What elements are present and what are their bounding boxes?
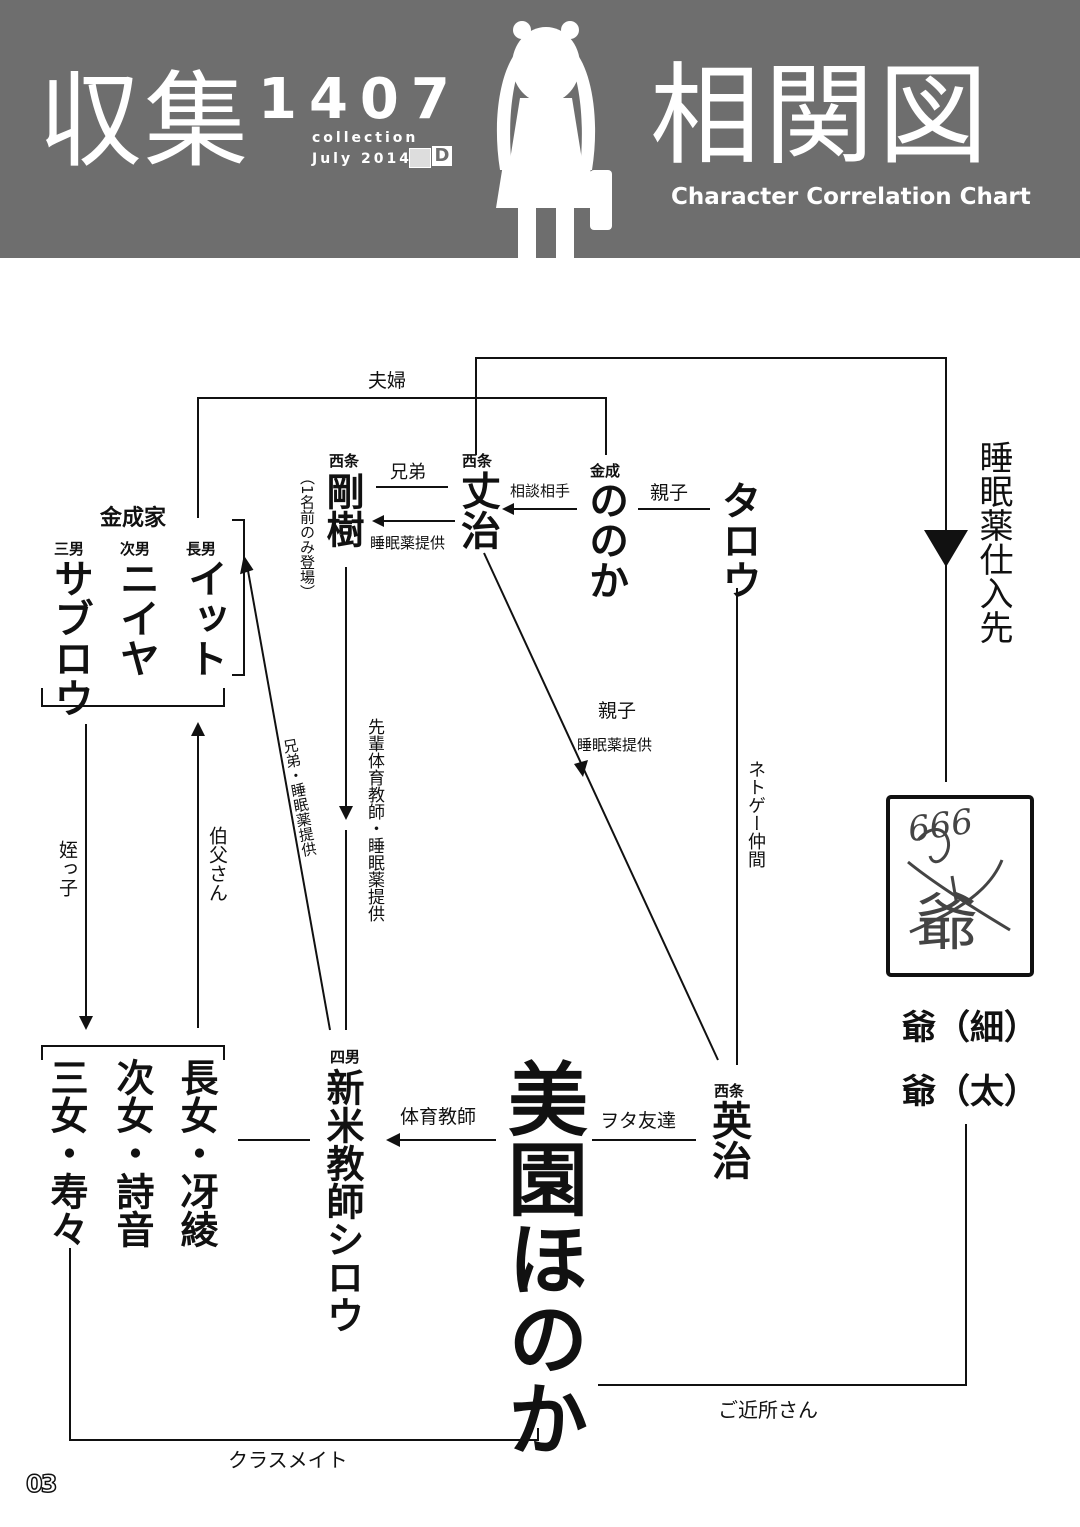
rel-suimin-mid: 睡眠薬提供	[577, 736, 653, 754]
rel-netoge: ネトゲー仲間	[745, 760, 766, 868]
title-number: 1407	[258, 67, 462, 132]
logo-letter: D	[432, 146, 452, 166]
character-silhouette-icon	[496, 21, 612, 260]
label-itto-role: 長男	[186, 540, 217, 558]
label-saburou-role: 三男	[54, 540, 85, 558]
name-saburou: サブロウ	[47, 558, 93, 718]
name-shirou: 新米教師シロウ	[320, 1068, 364, 1334]
stamp-brush	[907, 828, 1011, 934]
name-honoka: 美園ほのか	[495, 1058, 588, 1458]
label-eiji-family: 西条	[714, 1082, 745, 1100]
rel-soudan: 相談相手	[510, 482, 571, 500]
name-jii-futo: 爺（太）	[902, 1072, 1038, 1112]
rel-gokinjo: ご近所さん	[718, 1398, 818, 1422]
name-tarou: タロウ	[715, 480, 761, 600]
rel-oyako-top: 親子	[650, 482, 689, 504]
name-jii-hoso: 爺（細）	[902, 1008, 1038, 1048]
label-bunji-family: 西条	[462, 452, 493, 470]
rel-suimin-shiire: 睡眠薬仕入先	[973, 440, 1013, 644]
rel-classmate: クラスメイト	[228, 1448, 348, 1472]
title-date: July 2014	[312, 151, 412, 167]
label-gouki-family: 西条	[329, 452, 360, 470]
rel-senpai: 先輩体育教師・睡眠薬提供	[364, 718, 384, 922]
rel-meikko: 姪っ子	[56, 840, 78, 897]
name-bunji: 丈治	[454, 470, 500, 550]
label-nonoka-family: 金成	[590, 462, 621, 480]
name-itto: イット	[181, 558, 227, 678]
label-niiya-role: 次男	[120, 540, 151, 558]
title-subtitle: Character Correlation Chart	[671, 184, 1031, 210]
title-right: 相関図	[650, 52, 992, 180]
rel-kyoudai: 兄弟	[390, 462, 426, 483]
name-nonoka: ののか	[582, 480, 628, 600]
rel-taiiku: 体育教師	[400, 1106, 477, 1128]
label-kanenari-family: 金成家	[100, 506, 167, 531]
title-collection: collection	[312, 130, 419, 146]
name-gouki: 剛樹	[320, 472, 364, 548]
rel-oyako-mid: 親子	[598, 700, 637, 722]
name-eiji: 英治	[705, 1100, 751, 1180]
name-daughter-third: 三女・寿々	[44, 1058, 88, 1248]
name-daughter-second: 次女・詩音	[110, 1058, 154, 1248]
name-niiya: ニイヤ	[113, 558, 159, 678]
label-shirou-role: 四男	[330, 1048, 361, 1066]
title-left: 収集	[38, 60, 251, 182]
rel-wota: ヲタ友達	[600, 1110, 677, 1132]
rel-fuufu: 夫婦	[368, 370, 407, 392]
note-gouki: （1名前のみ登場）	[298, 470, 316, 600]
rel-ojisan: 伯父さん	[206, 826, 228, 902]
logo-icon	[409, 148, 431, 168]
page-number: 03	[25, 1469, 58, 1499]
rel-suimin-teikyou: 睡眠薬提供	[370, 534, 446, 552]
name-daughter-eldest: 長女・冴綾	[174, 1058, 218, 1248]
stamp-kanji: 爺	[916, 886, 979, 959]
